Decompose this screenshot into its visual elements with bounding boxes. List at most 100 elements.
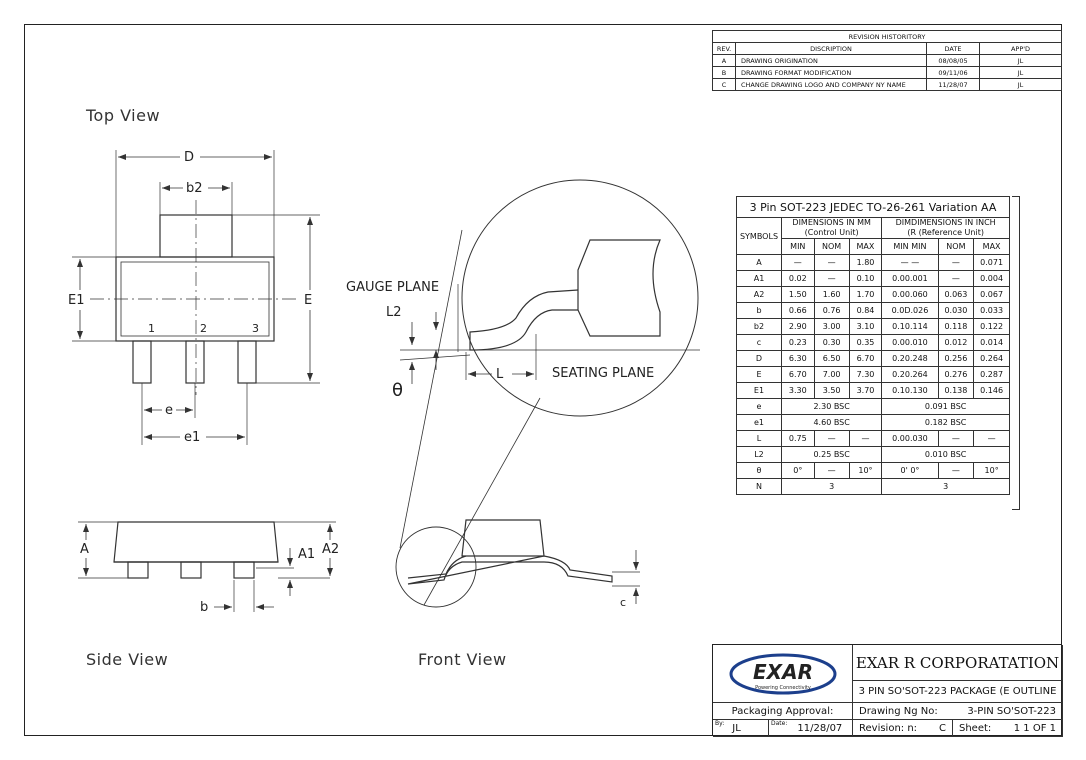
dim-theta: θ [392,380,403,401]
table-cell: 6.50 [813,350,850,367]
table-cell: 1.70 [848,286,883,303]
table-cell: 0.00.010 [881,334,939,351]
table-cell: b [736,302,782,319]
dim-b2: b2 [186,181,203,196]
col-min-mm: MIN [781,238,815,255]
revision-cell: Revision: n:C [853,720,953,737]
table-cell: 0.012 [937,334,975,351]
table-cell: 0.75 [781,430,815,447]
title-block: EXAR Powering Connectivity EXAR R CORPOR… [712,644,1063,737]
table-cell: 0.004 [973,270,1010,287]
table-cell: — — [881,254,939,271]
table-cell: b2 [736,318,782,335]
table-cell: 7.00 [813,366,850,383]
table-cell: 0.25 BSC [780,446,883,463]
table-row: C CHANGE DRAWING LOGO AND COMPANY NY NAM… [712,78,1062,91]
table-cell: 3 [881,478,1010,495]
col-min-in: MIN MIN [881,238,939,255]
table-cell: 0.182 BSC [881,414,1010,431]
pin2-lead [185,340,205,384]
col-nom-mm: NOM [813,238,850,255]
table-cell: 0.76 [813,302,850,319]
table-cell: 0.10 [848,270,883,287]
table-cell: 0.138 [937,382,975,399]
table-cell: 3.70 [848,382,883,399]
table-cell: 0.067 [973,286,1010,303]
table-cell: 7.30 [848,366,883,383]
table-cell: E [736,366,782,383]
front-body [461,519,545,557]
table-cell: L [736,430,782,447]
table-cell: 0.10.114 [881,318,939,335]
table-cell: 0.071 [973,254,1010,271]
appd-cell: JL [979,78,1062,91]
drawing-number-row: Drawing Ng No: 3-PIN SO'SOT-223 [853,703,1063,720]
logo-text: EXAR [753,660,813,684]
top-view-label: Top View [86,106,161,125]
dim-c: c [620,596,626,609]
by-cell: By:JL [713,720,769,737]
table-cell: 0.35 [848,334,883,351]
table-cell: 0.122 [973,318,1010,335]
logo-tagline: Powering Connectivity [755,685,811,691]
detail-body [577,239,661,337]
symbols-header: SYMBOLS [736,217,782,255]
table-cell: e1 [736,414,782,431]
dim-table-title: 3 Pin SOT-223 JEDEC TO-26-261 Variation … [736,196,1010,218]
table-row: A——1.80— ——0.071 [736,254,1010,271]
drawing-frame [24,24,1062,736]
pin3-lead [237,340,257,384]
table-cell: 0.20.248 [881,350,939,367]
table-cell: c [736,334,782,351]
table-cell: 0.063 [937,286,975,303]
table-cell: 0.287 [973,366,1010,383]
table-cell: 6.30 [781,350,815,367]
table-cell: 0.30 [813,334,850,351]
col-max-mm: MAX [848,238,883,255]
dim-A1: A1 [298,547,315,562]
table-cell: 3.10 [848,318,883,335]
table-cell: 0.0D.026 [881,302,939,319]
table-cell: 0.10.130 [881,382,939,399]
dim-L2: L2 [386,305,402,320]
table-cell: 0.00.060 [881,286,939,303]
table-cell: 1.50 [781,286,815,303]
table-cell: A1 [736,270,782,287]
pin2-label: 2 [200,322,207,335]
table-cell: 0.66 [781,302,815,319]
table-cell: 0.00.030 [881,430,939,447]
side-view-label: Side View [86,650,169,669]
table-cell: — [937,462,975,479]
company-name: EXAR R CORPORATATION [853,645,1063,681]
side-lead-3 [233,561,255,579]
table-cell: 4.60 BSC [780,414,883,431]
dim-e1: e1 [184,430,200,445]
logo-cell: EXAR Powering Connectivity [713,645,853,703]
table-cell: L2 [736,446,782,463]
table-cell: 0.20.264 [881,366,939,383]
table-cell: 0.264 [973,350,1010,367]
table-cell: 3.00 [813,318,850,335]
table-cell: — [813,270,850,287]
table-cell: 2.30 BSC [780,398,883,415]
detail-lead [469,289,579,351]
pin3-label: 3 [252,322,259,335]
table-cell: — [813,462,850,479]
table-cell: e [736,398,782,415]
table-cell: 6.70 [781,366,815,383]
table-cell: — [813,430,850,447]
table-cell: θ [736,462,782,479]
sheet-cell: Sheet:1 1 OF 1 [953,720,1063,737]
drawing-number-label: Drawing Ng No: [859,705,938,717]
seating-plane-label: SEATING PLANE [552,366,654,381]
gauge-plane-label: GAUGE PLANE [346,280,439,295]
col-nom-in: NOM [937,238,975,255]
dim-E1: E1 [68,293,85,308]
